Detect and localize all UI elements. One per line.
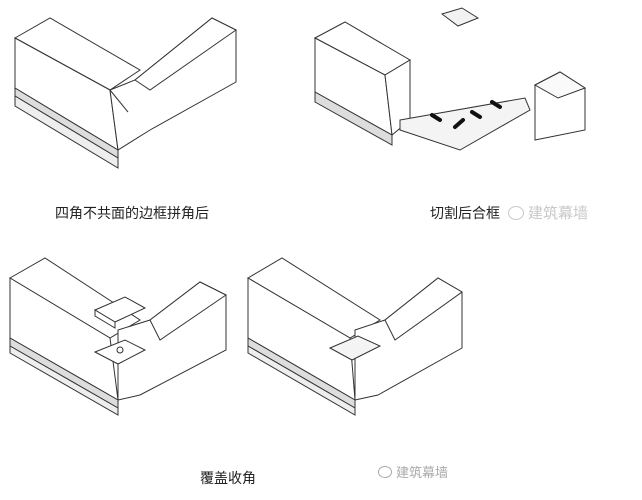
- figure-cover-plate-assembled: [247, 257, 463, 416]
- caption-cut-assembled: 切割后合框: [430, 206, 500, 222]
- caption-noncoplanar: 四角不共面的边框拼角后: [55, 206, 209, 222]
- watermark-top: 建筑幕墙: [508, 202, 588, 223]
- watermark-text: 建筑幕墙: [528, 204, 589, 222]
- caption-cover-corner: 覆盖收角: [200, 471, 256, 487]
- figure-noncoplanar-corner: [13, 17, 237, 169]
- wechat-icon: [508, 205, 524, 220]
- watermark-bottom: 建筑幕墙: [378, 462, 448, 481]
- wechat-icon: [378, 465, 392, 478]
- figure-cut-assembled: [313, 7, 587, 151]
- watermark-text: 建筑幕墙: [396, 466, 449, 481]
- figure-cover-plate-exploded: [9, 257, 227, 416]
